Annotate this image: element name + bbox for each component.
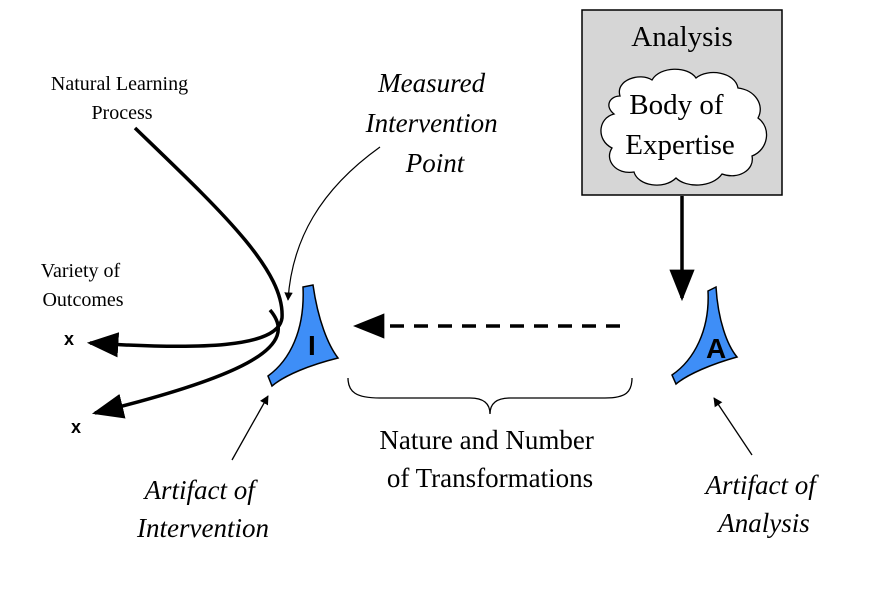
analysis-letter: A [706, 333, 726, 364]
analysis-title: Analysis [631, 21, 733, 53]
transformation-brace [347, 377, 633, 415]
learning-curve-upper [86, 126, 284, 358]
learning-curve-lower [91, 308, 281, 419]
natural-learning-label: Natural Learning Process [51, 73, 193, 124]
measured-intervention-point-label: Measured Intervention Point [365, 68, 505, 178]
variety-of-outcomes-label: Variety of Outcomes [41, 260, 125, 311]
intervention-letter: I [308, 330, 316, 361]
outcome-marker-top: x [64, 329, 74, 349]
body-of-expertise-label: Body of Expertise [625, 89, 735, 161]
artifact-of-analysis-label: Artifact of Analysis [704, 470, 823, 538]
outcome-marker-bottom: x [71, 417, 81, 437]
artifact-intervention-pointer [231, 395, 269, 461]
intervention-artifact-shape [267, 284, 340, 388]
analysis-artifact-shape [671, 285, 739, 386]
artifact-analysis-pointer [713, 397, 753, 456]
intervention-point-pointer [284, 146, 381, 301]
artifact-of-intervention-label: Artifact of Intervention [136, 475, 269, 543]
body-of-expertise-cloud [600, 68, 768, 186]
transformations-label: Nature and Number of Transformations [379, 425, 600, 493]
